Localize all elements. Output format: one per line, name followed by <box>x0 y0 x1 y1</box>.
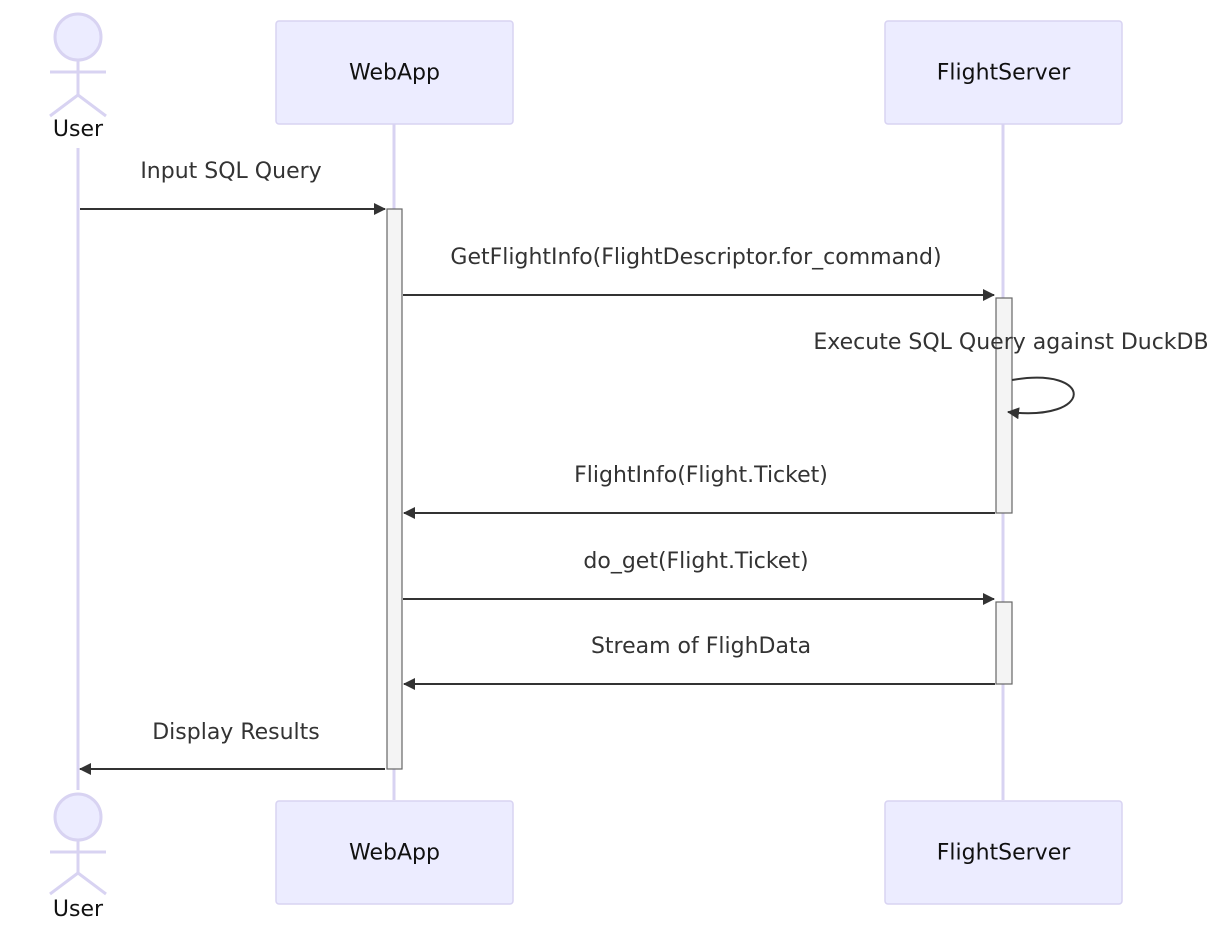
message-stream: Stream of FlighData <box>403 634 995 690</box>
message-execute-sql: Execute SQL Query against DuckDB <box>813 330 1209 420</box>
webapp-activation <box>386 208 403 770</box>
message-get-flight-info: GetFlightInfo(FlightDescriptor.for_comma… <box>403 245 995 301</box>
webapp-participant-bottom: WebApp <box>275 800 514 905</box>
message-input-sql: Input SQL Query <box>80 159 386 215</box>
flightserver-label-bottom: FlightServer <box>937 841 1072 866</box>
flightserver-activation-2 <box>995 601 1013 685</box>
user-actor-bottom: User <box>49 792 107 922</box>
user-actor-bottom-label: User <box>53 897 104 922</box>
message-label: Stream of FlighData <box>591 634 811 659</box>
webapp-label-bottom: WebApp <box>349 841 440 866</box>
user-actor-top: User <box>49 12 107 142</box>
actor-head-icon <box>53 792 103 842</box>
flightserver-box-top <box>884 20 1123 125</box>
message-do-get: do_get(Flight.Ticket) <box>403 549 995 605</box>
flightserver-participant-top: FlightServer <box>884 20 1123 125</box>
actor-leg-left-icon <box>49 871 79 896</box>
message-display: Display Results <box>79 720 385 775</box>
webapp-box-bottom <box>275 800 514 905</box>
flightserver-participant-bottom: FlightServer <box>884 800 1123 905</box>
actor-leg-left-icon <box>49 93 79 118</box>
message-self-arrow <box>1007 376 1075 420</box>
message-flight-info: FlightInfo(Flight.Ticket) <box>403 463 995 519</box>
webapp-participant-top: WebApp <box>275 20 514 125</box>
message-label: do_get(Flight.Ticket) <box>583 549 808 574</box>
actor-leg-right-icon <box>77 871 107 896</box>
message-label: FlightInfo(Flight.Ticket) <box>574 463 828 488</box>
actor-leg-right-icon <box>77 93 107 118</box>
flightserver-activation-1 <box>995 297 1013 514</box>
message-label: Execute SQL Query against DuckDB <box>813 330 1208 355</box>
actor-head-icon <box>53 12 103 62</box>
webapp-box-top <box>275 20 514 125</box>
user-actor-top-label: User <box>53 117 104 142</box>
flightserver-label-top: FlightServer <box>937 61 1072 86</box>
message-label: Input SQL Query <box>140 159 321 184</box>
message-label: Display Results <box>152 720 320 745</box>
message-label: GetFlightInfo(FlightDescriptor.for_comma… <box>450 245 941 270</box>
webapp-label-top: WebApp <box>349 61 440 86</box>
flightserver-box-bottom <box>884 800 1123 905</box>
